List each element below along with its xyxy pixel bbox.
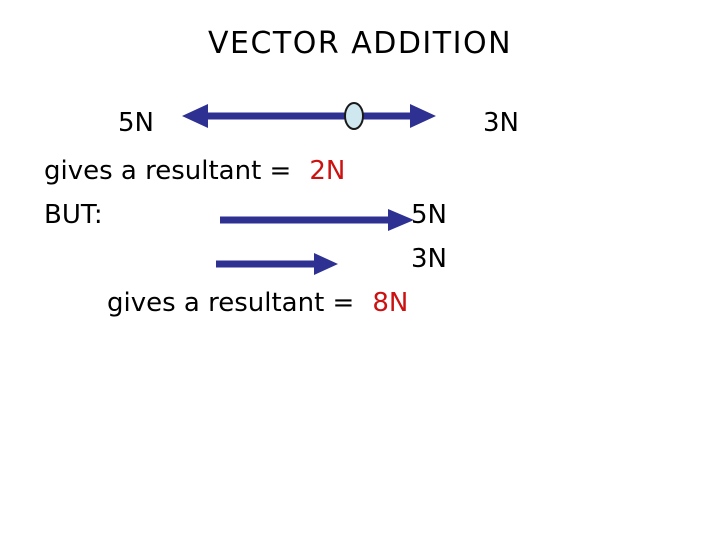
page-title: VECTOR ADDITION — [207, 26, 513, 61]
right-arrow-icon — [216, 253, 338, 275]
resultant-text-1: gives a resultant = — [44, 156, 292, 186]
double-headed-arrow-icon — [182, 102, 436, 130]
resultant-text-2: gives a resultant = — [107, 288, 355, 318]
force-label-3n-row3: 3N — [411, 244, 447, 274]
resultant-line-2: gives a resultant = 8N — [107, 290, 408, 316]
resultant-value-2: 8N — [372, 288, 409, 318]
but-label: BUT: — [44, 200, 103, 230]
resultant-line-1: gives a resultant = 2N — [44, 158, 345, 184]
force-label-left-5n: 5N — [118, 108, 154, 138]
resultant-value-1: 2N — [309, 156, 346, 186]
force-arrow-3n — [214, 250, 342, 278]
force-label-right-3n: 3N — [483, 108, 519, 138]
right-arrow-icon — [220, 209, 414, 231]
force-arrow-5n — [218, 206, 418, 234]
opposing-forces-arrow — [178, 100, 440, 132]
object-block-icon — [344, 102, 364, 130]
force-label-5n-row2: 5N — [411, 200, 447, 230]
